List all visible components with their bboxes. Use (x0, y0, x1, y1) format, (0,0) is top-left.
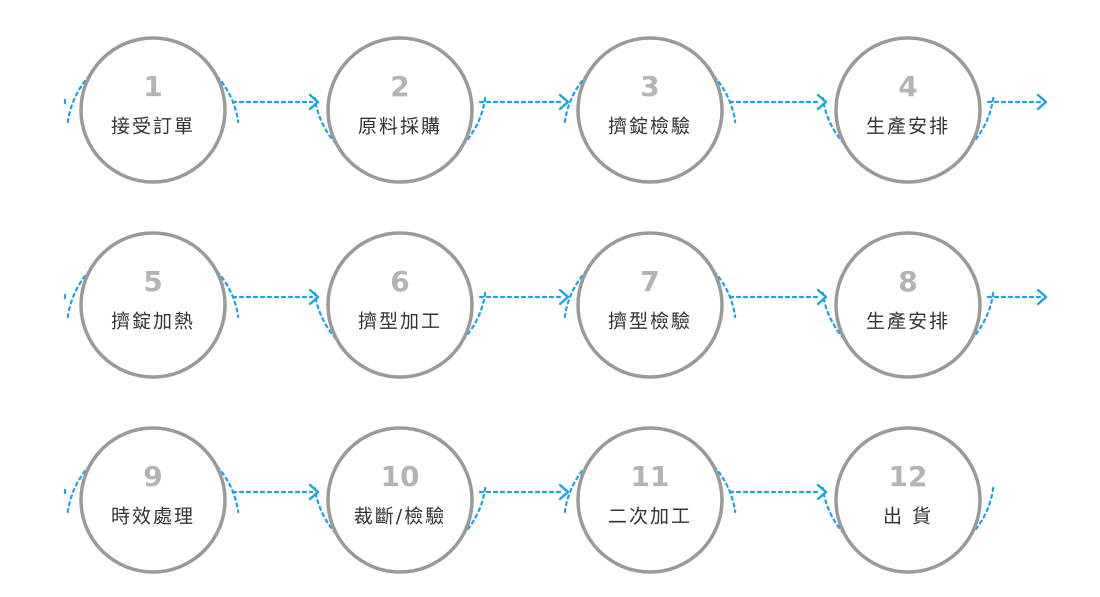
step-circle (326, 36, 474, 184)
step-number: 10 (381, 460, 420, 493)
arrow-head-icon (816, 93, 828, 111)
dotted-arc (66, 241, 240, 319)
step-number: 4 (898, 70, 917, 103)
step-label: 擠錠檢驗 (608, 116, 692, 138)
step-number: 5 (143, 265, 162, 298)
arrow-head-icon (558, 288, 570, 306)
dotted-arc (821, 486, 995, 564)
step-label: 時效處理 (111, 506, 195, 528)
dotted-arc (821, 291, 995, 369)
dotted-arc (313, 486, 487, 564)
arrow-head-icon (308, 288, 320, 306)
step-circle (576, 231, 724, 379)
dotted-arc (563, 46, 737, 124)
step-circle (79, 231, 227, 379)
step-label: 出 貨 (883, 506, 933, 528)
dotted-arc (66, 46, 240, 124)
step-circle (576, 426, 724, 574)
step-label: 接受訂單 (111, 116, 195, 138)
arrow-head-icon (816, 483, 828, 501)
step-circle (834, 36, 982, 184)
step-number: 7 (640, 265, 659, 298)
step-number: 8 (898, 265, 917, 298)
step-number: 2 (390, 70, 409, 103)
dotted-arc (66, 436, 240, 514)
step-number: 6 (390, 265, 409, 298)
arrow-head-icon (308, 483, 320, 501)
step-label: 生產安排 (866, 311, 950, 333)
step-number: 9 (143, 460, 162, 493)
step-label: 擠錠加熱 (111, 311, 195, 333)
step-label: 擠型檢驗 (608, 311, 692, 333)
step-circle (326, 231, 474, 379)
step-number: 12 (889, 460, 928, 493)
dotted-arc (313, 291, 487, 369)
step-circle (834, 231, 982, 379)
step-circle (79, 36, 227, 184)
dotted-arc (821, 96, 995, 174)
arrow-head-icon (558, 483, 570, 501)
step-label: 原料採購 (358, 116, 442, 138)
step-circle (79, 426, 227, 574)
step-label: 生產安排 (866, 116, 950, 138)
dotted-arc (563, 241, 737, 319)
step-number: 11 (631, 460, 670, 493)
arrow-head-icon (1036, 93, 1048, 111)
dotted-arc (313, 96, 487, 174)
arrow-head-icon (1036, 288, 1048, 306)
step-circle (834, 426, 982, 574)
step-label: 二次加工 (608, 506, 692, 528)
arrow-head-icon (308, 93, 320, 111)
step-label: 擠型加工 (358, 311, 442, 333)
arrow-head-icon (558, 93, 570, 111)
dotted-arc (563, 436, 737, 514)
step-circle (326, 426, 474, 574)
step-number: 3 (640, 70, 659, 103)
step-number: 1 (143, 70, 162, 103)
step-circle (576, 36, 724, 184)
step-label: 裁斷/檢驗 (354, 506, 446, 528)
arrow-head-icon (816, 288, 828, 306)
